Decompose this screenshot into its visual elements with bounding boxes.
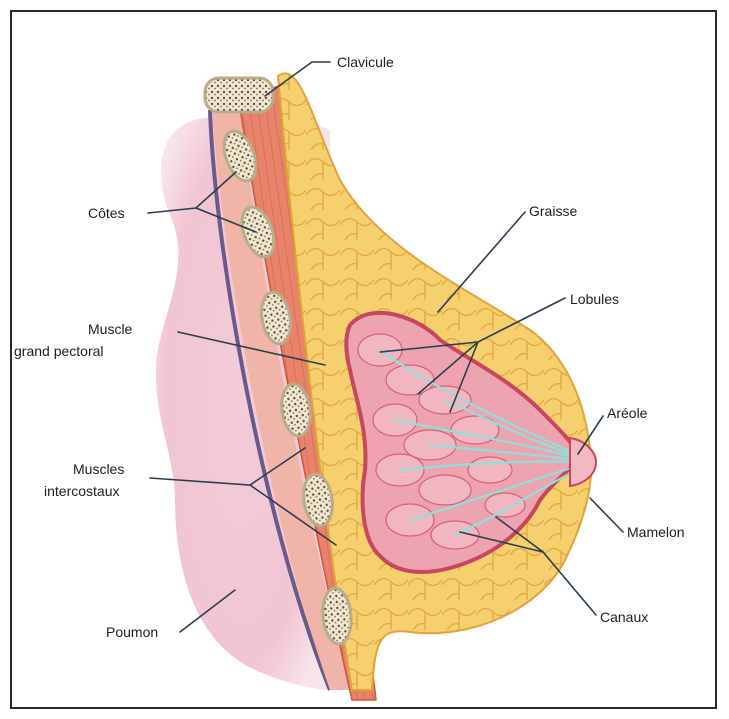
label-graisse: Graisse [529,203,577,219]
label-lobules: Lobules [570,291,619,307]
leader-mamelon [590,498,623,532]
leader-graisse [438,212,525,312]
label-clavicule: Clavicule [337,54,394,70]
label-muscle-line1: Muscle [88,321,133,337]
label-areole: Aréole [607,405,648,421]
label-mamelon: Mamelon [627,524,685,540]
clavicle-bone [205,78,273,112]
label-cotes: Côtes [88,205,125,221]
label-canaux: Canaux [600,609,648,625]
label-poumon: Poumon [106,624,158,640]
label-muscle-line2: grand pectoral [14,343,104,359]
label-intercostaux-line2: intercostaux [44,483,119,499]
label-intercostaux-line1: Muscles [73,461,124,477]
